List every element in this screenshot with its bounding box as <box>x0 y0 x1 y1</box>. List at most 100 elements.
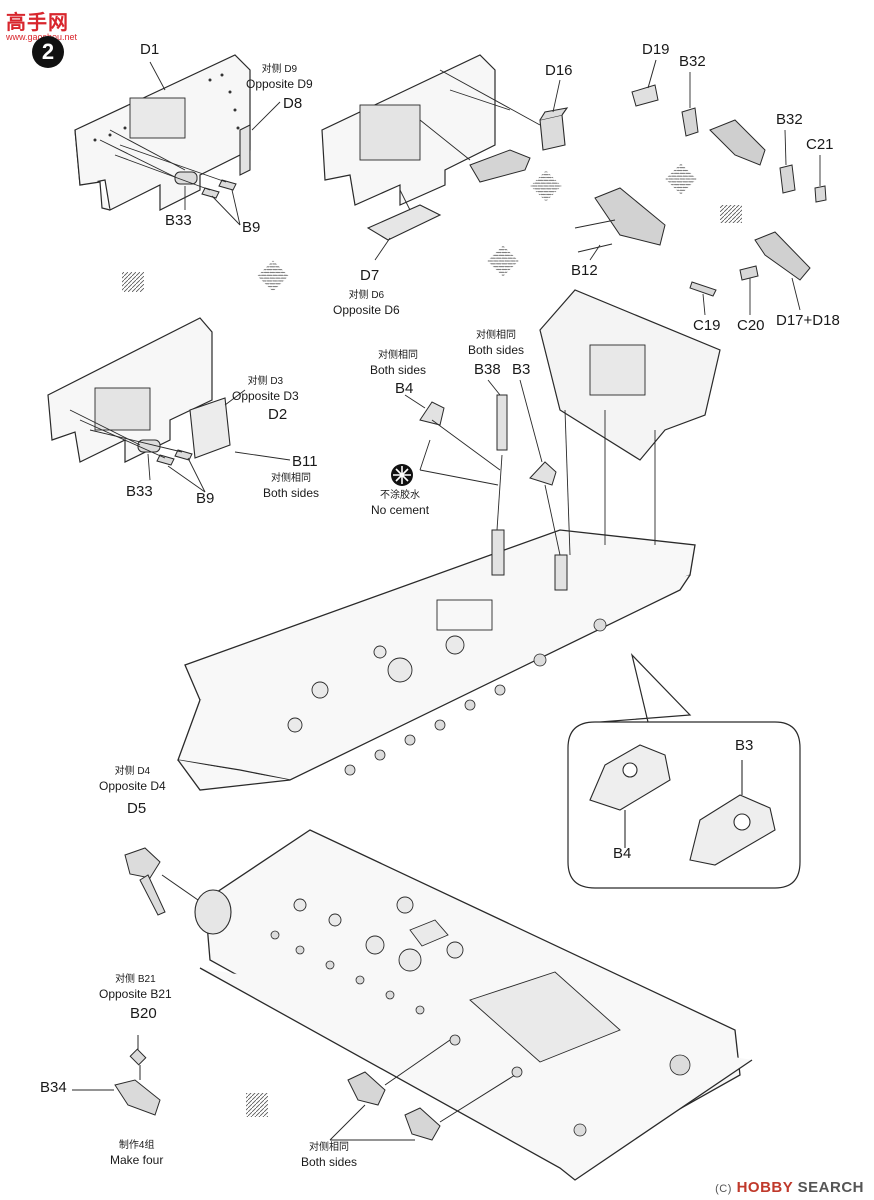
step-number-badge: 2 <box>32 36 64 68</box>
part-d19 <box>631 59 659 107</box>
note-opposite-d6-cn: 对侧 D6 <box>348 290 385 301</box>
zoom-b4 <box>589 744 671 811</box>
part-b38-b3-b4 <box>419 394 568 591</box>
note-opposite-d9-cn: 对侧 D9 <box>261 64 298 75</box>
logo-text: 高手网 <box>6 12 69 34</box>
rear-plate <box>539 289 721 461</box>
part-b32-a <box>681 107 699 137</box>
watermark-suffix: SEARCH <box>797 1179 864 1196</box>
watermark-prefix: (C) <box>715 1183 732 1195</box>
note-both-sides-top: 对侧相同 Both sides <box>468 328 524 358</box>
part-d17-d18 <box>754 231 811 281</box>
note-opposite-d4-en: Opposite D4 <box>99 779 166 793</box>
label-b20: B20 <box>130 1005 157 1022</box>
part-b20-b34 <box>72 1035 161 1116</box>
part-d16 <box>539 107 569 151</box>
watermark: (C) HOBBY SEARCH <box>715 1179 864 1196</box>
part-b32-b <box>779 164 796 194</box>
label-b3-zoom: B3 <box>735 737 754 754</box>
note-opposite-d3-en: Opposite D3 <box>232 389 299 403</box>
note-opposite-d6: 对侧 D6 Opposite D6 <box>333 288 400 318</box>
zoom-b3 <box>624 760 776 866</box>
note-opposite-d9: 对侧 D9 Opposite D9 <box>246 62 313 92</box>
label-b9-top: B9 <box>242 219 261 236</box>
part-suspension-arms <box>329 1039 516 1141</box>
direction-arrows <box>122 163 742 1117</box>
note-opposite-d4-cn: 对侧 D4 <box>114 766 151 777</box>
label-b9-mid: B9 <box>196 490 215 507</box>
note-make-four-cn: 制作4组 <box>118 1140 155 1151</box>
label-c19: C19 <box>693 317 721 334</box>
label-b33-top: B33 <box>165 212 192 229</box>
hull-lower <box>199 829 753 1181</box>
part-d7 <box>366 204 442 241</box>
part-b32-assembly <box>709 119 766 166</box>
note-both-sides-bottom-cn: 对侧相同 <box>309 1142 350 1153</box>
leader-lines-mid-left <box>69 389 291 493</box>
note-no-cement-en: No cement <box>371 503 430 517</box>
label-b34: B34 <box>40 1079 67 1096</box>
part-c19-c20 <box>689 265 759 297</box>
part-d2 <box>189 397 231 459</box>
note-opposite-d3-cn: 对侧 D3 <box>247 376 284 387</box>
gun-mount-assembly <box>469 149 531 183</box>
label-d19: D19 <box>642 41 670 58</box>
part-b12 <box>574 187 666 253</box>
part-d5 <box>124 847 199 916</box>
note-opposite-b21-en: Opposite B21 <box>99 987 172 1001</box>
note-opposite-d3: 对侧 D3 Opposite D3 <box>232 374 299 404</box>
label-b4-zoom: B4 <box>613 845 632 862</box>
label-d2: D2 <box>268 406 288 423</box>
label-d1: D1 <box>140 41 160 58</box>
label-c21: C21 <box>806 136 834 153</box>
leader-lines-top-left <box>99 61 281 226</box>
part-d8 <box>239 124 251 176</box>
label-d5: D5 <box>127 800 147 817</box>
hull-road-wheel-mounts <box>344 618 607 776</box>
leader-lines-mid <box>404 379 656 556</box>
rivet-dots-d1 <box>93 73 240 142</box>
label-c20: C20 <box>737 317 765 334</box>
watermark-brand: HOBBY <box>736 1179 793 1196</box>
lower-hull-openings <box>293 896 621 1063</box>
note-both-sides-top-cn: 对侧相同 <box>476 330 517 341</box>
label-b32-b: B32 <box>776 111 803 128</box>
note-opposite-d6-en: Opposite D6 <box>333 303 400 317</box>
note-both-sides-bottom-en: Both sides <box>301 1155 358 1169</box>
note-opposite-b21-cn: 对侧 B21 <box>115 974 156 985</box>
side-plate-d1 <box>74 54 251 211</box>
label-b32-a: B32 <box>679 53 706 70</box>
note-no-cement: 不涂胶水 No cement <box>371 488 429 518</box>
note-both-sides-b4: 对侧相同 Both sides <box>370 348 426 378</box>
label-b11: B11 <box>292 453 318 470</box>
idler-plate <box>194 889 232 935</box>
note-no-cement-cn: 不涂胶水 <box>380 490 421 501</box>
leader-lines-top-middle <box>374 69 561 261</box>
label-b12: B12 <box>571 262 598 279</box>
lower-hull-wheels <box>270 930 691 1137</box>
no-cement-icon <box>391 464 413 486</box>
note-both-sides-b11-cn: 对侧相同 <box>271 473 312 484</box>
part-c21 <box>814 185 827 203</box>
label-d16: D16 <box>545 62 573 79</box>
label-b38: B38 <box>474 361 501 378</box>
note-both-sides-b4-cn: 对侧相同 <box>378 350 419 361</box>
leader-lines-top-right <box>589 72 821 316</box>
label-d17-d18: D17+D18 <box>776 312 840 329</box>
note-both-sides-b4-en: Both sides <box>370 363 427 377</box>
note-make-four-en: Make four <box>110 1153 164 1167</box>
note-both-sides-bottom: 对侧相同 Both sides <box>301 1140 357 1170</box>
label-b3: B3 <box>512 361 531 378</box>
label-b33-mid: B33 <box>126 483 153 500</box>
note-both-sides-b11: 对侧相同 Both sides <box>263 471 319 501</box>
note-both-sides-top-en: Both sides <box>468 343 525 357</box>
note-opposite-d9-en: Opposite D9 <box>246 77 313 91</box>
note-opposite-d4: 对侧 D4 Opposite D4 <box>99 764 166 794</box>
side-plate-d6 <box>321 54 496 206</box>
note-both-sides-b11-en: Both sides <box>263 486 320 500</box>
note-opposite-b21: 对侧 B21 Opposite B21 <box>99 972 172 1002</box>
label-d8: D8 <box>283 95 303 112</box>
hull-hatches <box>287 599 493 733</box>
